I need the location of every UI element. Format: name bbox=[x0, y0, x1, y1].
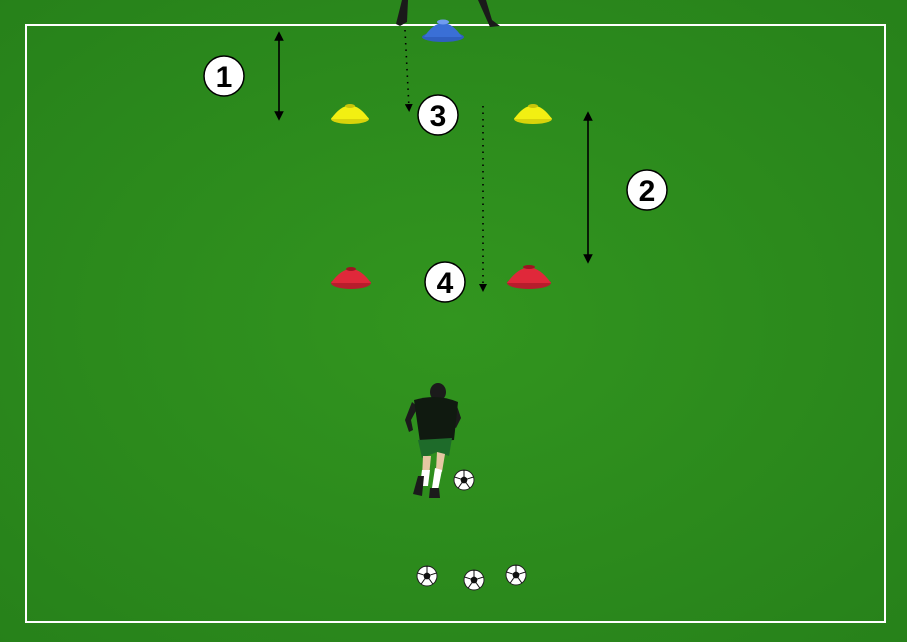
step-marker-2: 2 bbox=[626, 169, 668, 211]
soccer-ball-icon bbox=[416, 565, 438, 587]
step-marker-label: 4 bbox=[437, 267, 454, 300]
yellow-cone-icon bbox=[514, 104, 552, 124]
step-marker-label: 3 bbox=[430, 100, 447, 133]
field-boundary bbox=[25, 24, 886, 623]
step-marker-3: 3 bbox=[417, 94, 459, 136]
soccer-ball-icon bbox=[463, 569, 485, 591]
player-icon bbox=[405, 383, 461, 498]
soccer-ball-icon bbox=[453, 469, 475, 491]
step-marker-1: 1 bbox=[203, 55, 245, 97]
step-marker-4: 4 bbox=[424, 261, 466, 303]
dotted-run-path-3 bbox=[404, 29, 413, 112]
soccer-ball-icon bbox=[505, 564, 527, 586]
step-marker-label: 1 bbox=[216, 61, 233, 94]
yellow-cone-icon bbox=[331, 104, 369, 124]
red-cone-icon bbox=[331, 267, 371, 289]
step-marker-label: 2 bbox=[639, 175, 656, 208]
coach-legs-icon bbox=[396, 0, 500, 27]
blue-cone-icon bbox=[422, 19, 464, 42]
red-cone-icon bbox=[507, 265, 551, 289]
